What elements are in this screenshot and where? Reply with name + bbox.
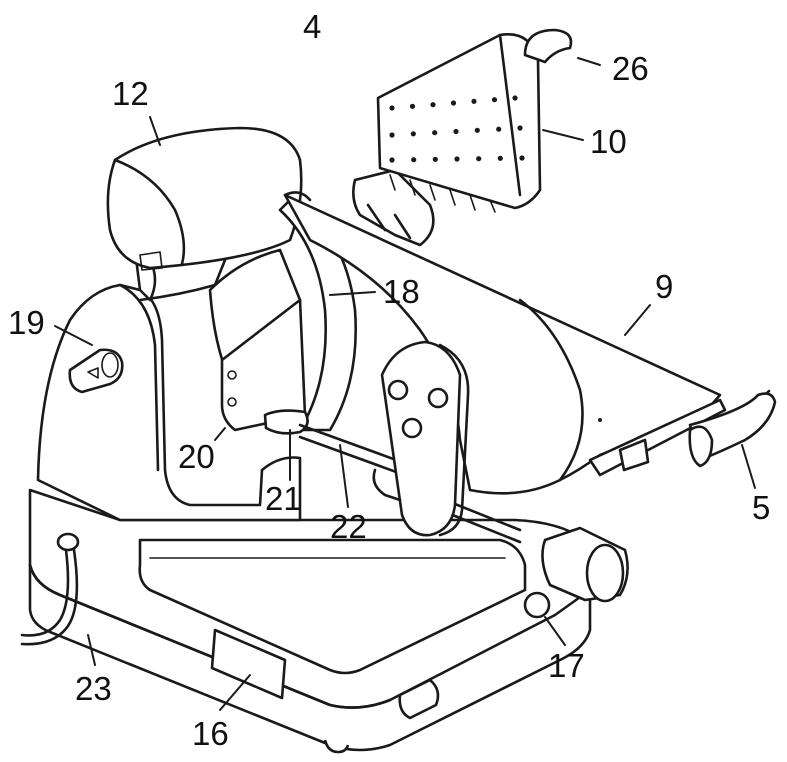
pusher-dot (517, 125, 523, 131)
label-22: 22 (330, 508, 367, 545)
food-pusher-10 (352, 28, 573, 247)
label-18: 18 (383, 273, 420, 310)
label-16: 16 (192, 715, 229, 752)
pusher-dot (471, 98, 477, 104)
pusher-handle-26 (523, 28, 573, 64)
pusher-dot (491, 97, 498, 103)
pusher-dots (389, 95, 525, 163)
pusher-dot (389, 105, 395, 111)
pusher-dot (496, 126, 502, 132)
label-plate-16 (210, 628, 287, 700)
label-10: 10 (590, 123, 627, 160)
pusher-dot (519, 155, 525, 161)
pusher-dot (409, 103, 416, 109)
pusher-dot (432, 156, 438, 162)
label-19: 19 (8, 304, 45, 341)
label-17: 17 (548, 647, 585, 684)
body (36, 283, 302, 522)
pusher-dot (389, 132, 395, 138)
pusher-dot (454, 156, 460, 162)
base (20, 488, 592, 754)
label-20: 20 (178, 438, 215, 475)
knob-17 (523, 591, 551, 619)
pusher-dot (497, 155, 503, 161)
label-23: 23 (75, 670, 112, 707)
pusher-dot (453, 128, 459, 135)
pusher-dot (450, 100, 457, 106)
pusher-dot (512, 95, 518, 101)
label-4: 4 (303, 8, 321, 45)
knob-21 (263, 409, 309, 435)
carriage-9 (283, 191, 777, 603)
pusher-dot (411, 157, 417, 163)
callout-labels: 4 26 12 10 18 9 19 20 21 22 5 23 16 17 (8, 8, 770, 752)
label-12: 12 (112, 75, 149, 112)
pusher-dot (430, 102, 436, 108)
pusher-dot (474, 127, 480, 133)
pusher-dot (389, 157, 395, 163)
pusher-dot (432, 130, 438, 136)
label-9: 9 (655, 268, 673, 305)
label-5: 5 (752, 489, 770, 526)
slice-arm (372, 340, 470, 537)
leader-lines (54, 57, 756, 711)
label-26: 26 (612, 50, 649, 87)
blade-area (208, 198, 412, 479)
pusher-dot (476, 156, 482, 162)
label-21: 21 (265, 480, 302, 517)
pusher-dot (410, 131, 416, 137)
switch-19 (68, 348, 124, 394)
